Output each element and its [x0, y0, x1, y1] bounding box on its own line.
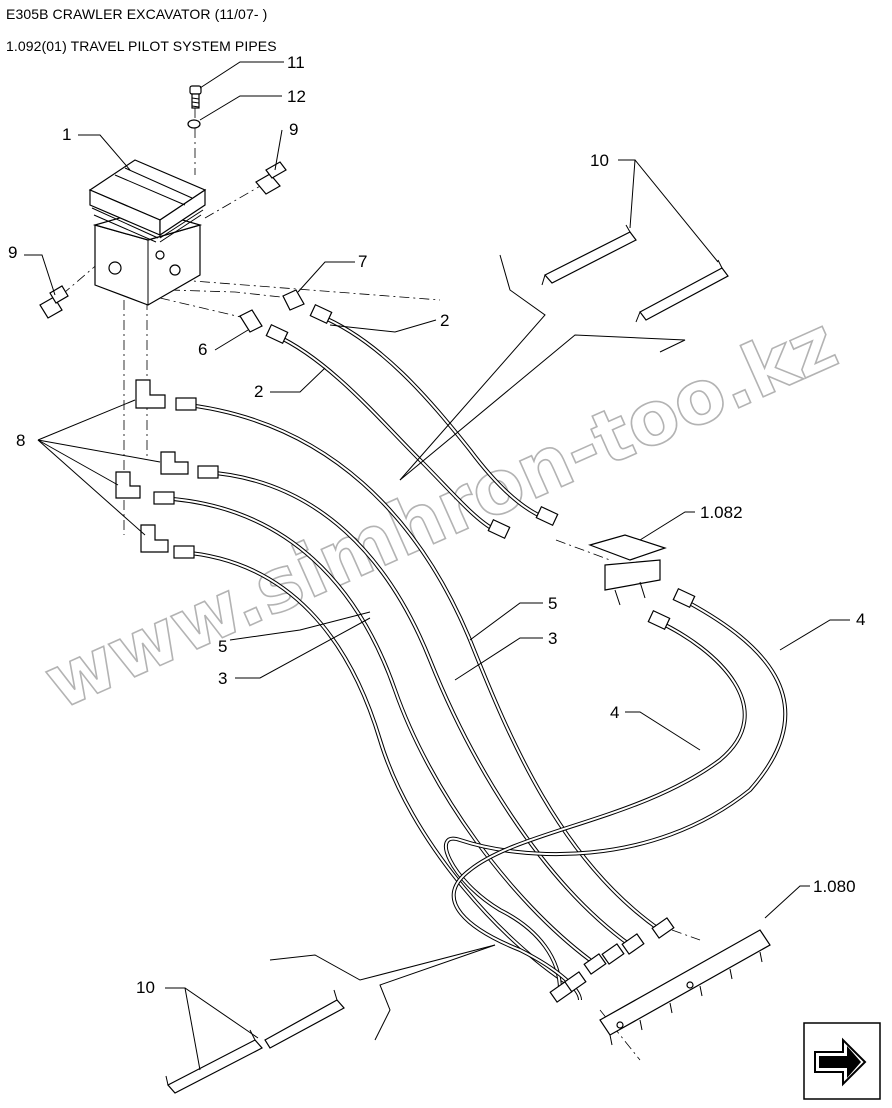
callout-labels: 1 11 12 9 9 7 6 2 2 8 10 10 1.082 1.080 … — [8, 53, 865, 997]
catalog-model-title: E305B CRAWLER EXCAVATOR (11/07- ) — [6, 6, 268, 22]
fitting-9-upper — [255, 161, 287, 195]
callout-2-upper: 2 — [440, 311, 449, 330]
callout-6: 6 — [198, 340, 207, 359]
clamp-brackets-lower — [165, 989, 345, 1094]
fitting-9-left — [39, 285, 69, 319]
elbow-fittings — [115, 379, 189, 553]
bolt-part — [189, 85, 202, 109]
section-title: 1.092(01) TRAVEL PILOT SYSTEM PIPES — [6, 38, 277, 54]
callout-10-upper: 10 — [590, 151, 609, 170]
callout-5-left: 5 — [218, 637, 227, 656]
callout-9-upper: 9 — [289, 120, 298, 139]
ref-1080: 1.080 — [813, 877, 856, 896]
callout-9-left: 9 — [8, 243, 17, 262]
callout-3-right: 3 — [548, 629, 557, 648]
adapter-6 — [239, 309, 263, 333]
callout-12: 12 — [287, 87, 306, 106]
callout-2-lower: 2 — [254, 382, 263, 401]
callout-5-right: 5 — [548, 594, 557, 613]
ref-1082: 1.082 — [700, 503, 743, 522]
callout-8: 8 — [16, 431, 25, 450]
callout-7: 7 — [358, 252, 367, 271]
block-1082 — [588, 534, 667, 606]
washer-part — [187, 119, 201, 129]
adapter-7 — [282, 289, 305, 311]
callout-4-right: 4 — [856, 610, 865, 629]
leader-lines — [24, 61, 850, 1071]
callout-4-center: 4 — [610, 703, 619, 722]
travel-pilot-valve — [88, 159, 207, 306]
callout-1: 1 — [62, 125, 71, 144]
callout-11: 11 — [287, 53, 305, 72]
manifold-1080 — [599, 929, 771, 1046]
callout-3-left: 3 — [218, 669, 227, 688]
hose-end-fittings — [153, 303, 696, 1003]
clamp-brackets-upper — [541, 224, 729, 323]
callout-10-lower: 10 — [136, 978, 155, 997]
next-page-arrow-icon[interactable] — [803, 1022, 881, 1100]
